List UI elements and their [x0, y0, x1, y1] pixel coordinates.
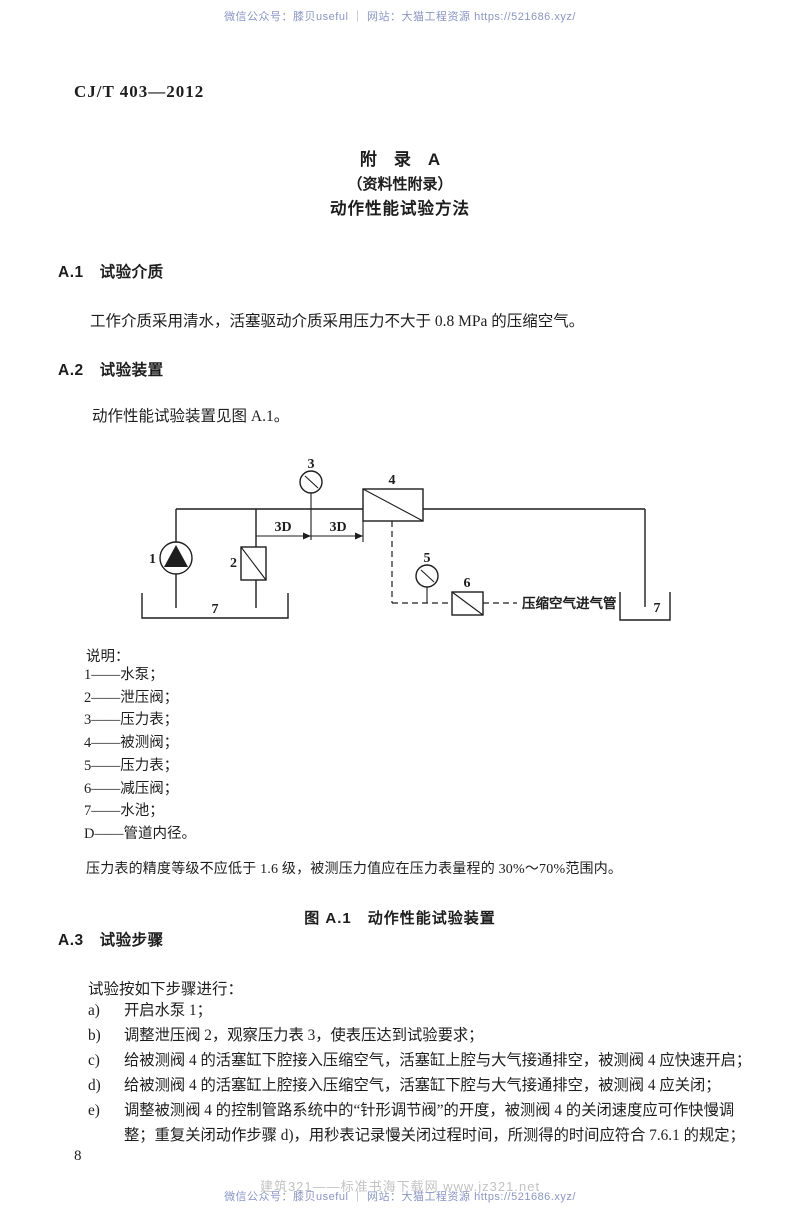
step-label: b) [88, 1026, 101, 1044]
water-tank-right-icon: 7 [619, 592, 671, 621]
tank-left-label: 7 [212, 602, 219, 617]
legend-title: 说明： [86, 649, 130, 665]
step-text: 调整泄压阀 2，观察压力表 3，使表压达到试验要求； [124, 1026, 484, 1044]
air-pipe-text: 压缩空气进气管 [522, 595, 617, 611]
step-label: d) [88, 1076, 101, 1094]
page-number: 8 [74, 1148, 82, 1164]
step-item: a) 开启水泵 1； [88, 999, 764, 1024]
dimension-3d: 3D 3D [256, 520, 364, 542]
tank-right-label: 7 [654, 601, 661, 616]
bottom-blue-watermark: 微信公众号：膝贝useful ｜ 网站：大猫工程资源 https://52168… [224, 1191, 576, 1203]
step-text: 给被测阀 4 的活塞缸上腔接入压缩空气，活塞缸下腔与大气接通排空，被测阀 4 应… [124, 1076, 721, 1094]
section-a1-body: 工作介质采用清水，活塞驱动介质采用压力不大于 0.8 MPa 的压缩空气。 [90, 313, 585, 330]
step-text: 给被测阀 4 的活塞缸下腔接入压缩空气，活塞缸上腔与大气接通排空，被测阀 4 应… [124, 1051, 752, 1069]
tested-valve-label: 4 [389, 473, 396, 488]
top-watermark: 微信公众号：膝贝useful ｜ 网站：大猫工程资源 https://52168… [224, 11, 576, 23]
relief-valve-icon: 2 [230, 546, 267, 581]
step-label: c) [88, 1051, 100, 1069]
bottom-gray-watermark: 建筑321——标准书海下载网 www.jz321.net [259, 1179, 541, 1194]
steps-list: a) 开启水泵 1； b) 调整泄压阀 2，观察压力表 3，使表压达到试验要求；… [88, 999, 764, 1148]
figure-caption: 图 A.1 动作性能试验装置 [304, 910, 496, 927]
relief-valve-label: 2 [230, 556, 237, 571]
appendix-title: 附 录 A [359, 150, 441, 169]
tested-valve-icon: 4 [362, 473, 424, 522]
pump-icon: 1 [149, 541, 193, 575]
step-item: e) 调整被测阀 4 的控制管路系统中的“针形调节阀”的开度，被测阀 4 的关闭… [88, 1099, 764, 1149]
air-pipe-dashed-lines [391, 521, 517, 604]
legend-item: 6——减压阀； [84, 780, 179, 797]
pump-label: 1 [149, 552, 156, 567]
pressure-gauge-5-icon: 5 [415, 551, 439, 603]
appendix-method-title: 动作性能试验方法 [330, 200, 470, 218]
step-item: c) 给被测阀 4 的活塞缸下腔接入压缩空气，活塞缸上腔与大气接通排空，被测阀 … [88, 1049, 764, 1074]
step-label: e) [88, 1101, 100, 1119]
legend-item: 4——被测阀； [84, 735, 179, 752]
figure-note: 压力表的精度等级不应低于 1.6 级，被测压力值应在压力表量程的 30%～70%… [86, 862, 623, 877]
legend-item: 2——泄压阀； [84, 689, 179, 706]
appendix-title-block: 附 录 A （资料性附录） 动作性能试验方法 [0, 147, 800, 222]
step-item: d) 给被测阀 4 的活塞缸上腔接入压缩空气，活塞缸下腔与大气接通排空，被测阀 … [88, 1074, 764, 1099]
section-a2-heading: A.2 试验装置 [58, 362, 164, 379]
legend-list: 1——水泵； 2——泄压阀； 3——压力表； 4——被测阀； 5——压力表； 6… [84, 664, 196, 846]
section-a1-heading: A.1 试验介质 [58, 264, 164, 281]
legend-item: 7——水池； [84, 803, 164, 820]
legend-item: 5——压力表； [84, 757, 179, 774]
doc-number: CJ/T 403—2012 [74, 82, 205, 101]
test-apparatus-diagram: 7 7 1 2 3 3D 3D 4 [141, 457, 671, 621]
step-text: 开启水泵 1； [124, 1002, 212, 1019]
water-tank-left-icon: 7 [141, 593, 289, 619]
legend-item: 3——压力表； [84, 712, 179, 729]
gauge-3-label: 3 [308, 457, 315, 472]
pressure-reducing-valve-icon: 6 [451, 576, 484, 616]
legend-item: 1——水泵； [84, 667, 164, 683]
dim-left-label: 3D [274, 520, 291, 535]
gauge-5-label: 5 [424, 551, 431, 566]
dim-right-label: 3D [329, 520, 346, 535]
legend-item: D——管道内径。 [84, 825, 196, 842]
steps-intro: 试验按如下步骤进行： [88, 981, 244, 998]
step-text: 调整被测阀 4 的控制管路系统中的“针形调节阀”的开度，被测阀 4 的关闭速度应… [124, 1101, 745, 1144]
section-a2-body: 动作性能试验装置见图 A.1。 [92, 408, 290, 425]
pressure-gauge-3-icon: 3 [299, 457, 323, 540]
reducing-valve-label: 6 [464, 576, 471, 591]
step-item: b) 调整泄压阀 2，观察压力表 3，使表压达到试验要求； [88, 1024, 764, 1049]
step-label: a) [88, 1002, 100, 1019]
section-a3-heading: A.3 试验步骤 [58, 932, 164, 949]
pipe-lines [175, 508, 646, 608]
appendix-subtitle: （资料性附录） [347, 176, 453, 193]
